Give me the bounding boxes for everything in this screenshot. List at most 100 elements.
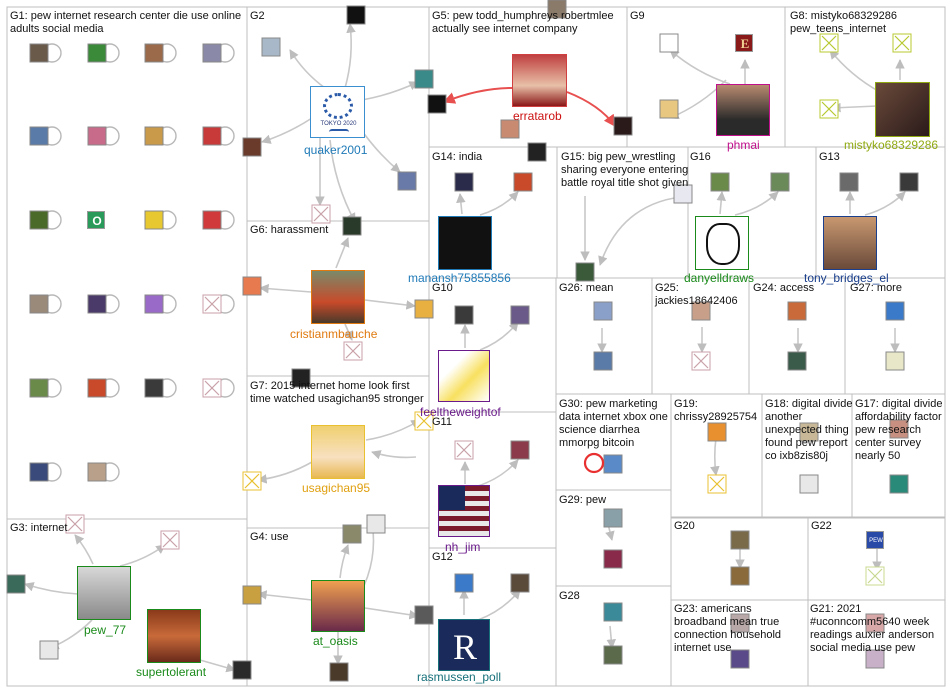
node-avatar[interactable] bbox=[144, 126, 177, 146]
node-placeholder-icon[interactable] bbox=[160, 530, 180, 550]
node-avatar[interactable] bbox=[659, 33, 679, 53]
node-e-logo[interactable]: E bbox=[735, 34, 753, 52]
node-phmai[interactable] bbox=[716, 84, 770, 136]
node-avatar[interactable] bbox=[710, 172, 730, 192]
label-usagichan95[interactable]: usagichan95 bbox=[302, 481, 371, 495]
node-mistyko[interactable] bbox=[875, 82, 930, 137]
node-avatar[interactable] bbox=[603, 454, 623, 474]
label-nh-jim[interactable]: nh_jim bbox=[445, 540, 481, 554]
label-cristianmbauche[interactable]: cristianmbauche bbox=[290, 327, 378, 341]
node-avatar[interactable] bbox=[730, 530, 750, 550]
node-placeholder-icon[interactable] bbox=[202, 378, 235, 398]
node-placeholder-icon[interactable] bbox=[414, 411, 434, 431]
node-avatar[interactable] bbox=[414, 605, 434, 625]
node-avatar[interactable] bbox=[603, 549, 623, 569]
node-tony-bridges[interactable] bbox=[823, 216, 877, 270]
node-errata-rob[interactable] bbox=[512, 54, 567, 107]
node-at-oasis[interactable] bbox=[311, 580, 365, 632]
node-placeholder-icon[interactable] bbox=[202, 294, 235, 314]
node-avatar[interactable] bbox=[510, 440, 530, 460]
node-placeholder-icon[interactable] bbox=[819, 99, 839, 119]
node-avatar[interactable] bbox=[510, 573, 530, 593]
node-avatar[interactable] bbox=[87, 462, 120, 482]
node-avatar[interactable] bbox=[232, 660, 252, 680]
node-avatar[interactable] bbox=[39, 640, 59, 660]
node-avatar[interactable] bbox=[885, 301, 905, 321]
node-avatar[interactable] bbox=[202, 126, 235, 146]
node-avatar[interactable] bbox=[839, 172, 859, 192]
node-avatar[interactable] bbox=[770, 172, 790, 192]
node-avatar[interactable] bbox=[899, 172, 919, 192]
node-avatar[interactable] bbox=[659, 99, 679, 119]
node-avatar[interactable] bbox=[799, 474, 819, 494]
node-avatar[interactable] bbox=[144, 294, 177, 314]
node-avatar[interactable] bbox=[454, 305, 474, 325]
node-avatar[interactable] bbox=[510, 305, 530, 325]
node-avatar[interactable] bbox=[787, 301, 807, 321]
node-avatar[interactable] bbox=[261, 37, 281, 57]
node-cristianmbauche[interactable] bbox=[311, 270, 365, 324]
node-avatar[interactable] bbox=[29, 210, 62, 230]
node-avatar[interactable] bbox=[291, 368, 311, 388]
node-avatar[interactable] bbox=[242, 137, 262, 157]
label-danyelldraws[interactable]: danyelldraws bbox=[684, 271, 755, 285]
node-placeholder-icon[interactable] bbox=[892, 33, 912, 53]
node-avatar[interactable] bbox=[691, 301, 711, 321]
node-avatar[interactable] bbox=[342, 216, 362, 236]
node-avatar[interactable] bbox=[603, 508, 623, 528]
node-rasmussen-poll[interactable]: R bbox=[438, 619, 490, 671]
node-avatar[interactable] bbox=[29, 126, 62, 146]
node-avatar[interactable] bbox=[87, 294, 120, 314]
node-avatar[interactable] bbox=[87, 378, 120, 398]
node-pew77[interactable] bbox=[77, 566, 131, 620]
node-avatar[interactable] bbox=[29, 462, 62, 482]
label-pew77[interactable]: pew_77 bbox=[84, 623, 127, 637]
node-avatar[interactable] bbox=[673, 184, 693, 204]
node-avatar[interactable] bbox=[87, 43, 120, 63]
node-avatar[interactable] bbox=[593, 301, 613, 321]
node-avatar[interactable] bbox=[547, 0, 567, 19]
label-mistyko[interactable]: mistyko68329286 bbox=[844, 138, 939, 152]
node-avatar[interactable] bbox=[414, 69, 434, 89]
node-avatar[interactable] bbox=[29, 378, 62, 398]
node-avatar[interactable] bbox=[454, 573, 474, 593]
node-placeholder-icon[interactable] bbox=[454, 440, 474, 460]
node-avatar[interactable] bbox=[885, 351, 905, 371]
node-placeholder-icon[interactable] bbox=[242, 471, 262, 491]
node-o-logo[interactable]: O bbox=[87, 211, 105, 229]
node-avatar[interactable] bbox=[454, 172, 474, 192]
node-avatar[interactable] bbox=[29, 43, 62, 63]
node-avatar[interactable] bbox=[500, 119, 520, 139]
node-avatar[interactable] bbox=[414, 299, 434, 319]
node-avatar[interactable] bbox=[865, 613, 885, 633]
node-avatar[interactable] bbox=[29, 294, 62, 314]
node-supertolerant[interactable] bbox=[147, 609, 201, 663]
label-supertolerant[interactable]: supertolerant bbox=[136, 665, 207, 679]
node-placeholder-icon[interactable] bbox=[707, 474, 727, 494]
node-avatar[interactable] bbox=[593, 351, 613, 371]
node-avatar[interactable] bbox=[366, 514, 386, 534]
node-avatar[interactable] bbox=[202, 43, 235, 63]
node-avatar[interactable] bbox=[397, 171, 417, 191]
node-quaker2001[interactable]: TOKYO 2020 bbox=[310, 86, 365, 138]
node-avatar[interactable] bbox=[202, 210, 235, 230]
node-usagichan95[interactable] bbox=[311, 425, 365, 479]
label-quaker2001[interactable]: quaker2001 bbox=[304, 143, 368, 157]
node-avatar[interactable] bbox=[144, 43, 177, 63]
node-placeholder-icon[interactable] bbox=[865, 566, 885, 586]
node-feeltheweightof[interactable] bbox=[438, 350, 490, 402]
node-avatar[interactable] bbox=[87, 126, 120, 146]
node-placeholder-icon[interactable] bbox=[65, 514, 85, 534]
node-avatar[interactable] bbox=[889, 474, 909, 494]
node-avatar[interactable] bbox=[527, 142, 547, 162]
node-avatar[interactable] bbox=[242, 585, 262, 605]
node-avatar[interactable] bbox=[342, 524, 362, 544]
node-avatar[interactable] bbox=[144, 378, 177, 398]
node-avatar[interactable] bbox=[730, 613, 750, 633]
label-feeltheweightof[interactable]: feeltheweightof bbox=[420, 405, 501, 419]
node-avatar[interactable] bbox=[865, 649, 885, 669]
node-avatar[interactable] bbox=[427, 94, 447, 114]
node-avatar[interactable] bbox=[6, 574, 26, 594]
node-danyelldraws[interactable] bbox=[695, 216, 749, 270]
node-avatar[interactable] bbox=[513, 172, 533, 192]
